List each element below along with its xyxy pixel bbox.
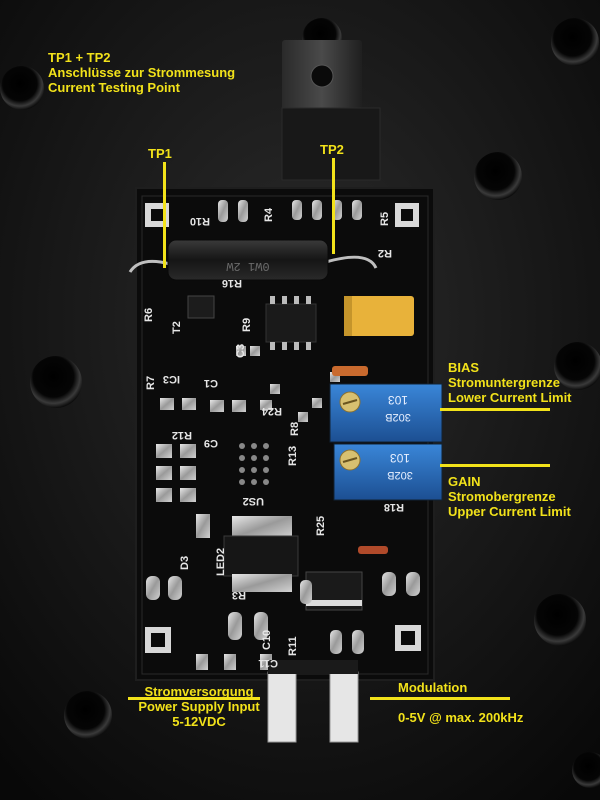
svg-text:C1: C1 <box>204 377 218 389</box>
svg-text:C10: C10 <box>261 630 273 650</box>
modulation-title: Modulation <box>398 680 468 695</box>
voltage-regulator <box>223 516 299 592</box>
trimmer-bias: 103 302B <box>329 383 443 443</box>
svg-text:R12: R12 <box>172 429 192 441</box>
svg-text:C9: C9 <box>204 437 218 449</box>
trimmer-bias-value: 103 <box>388 393 408 407</box>
tp-header-line2: Anschlüsse zur Strommesung <box>48 65 236 80</box>
bias-line3: Lower Current Limit <box>448 390 572 405</box>
diode-band <box>306 600 362 606</box>
tp2-pointer <box>332 158 335 254</box>
silkscreen-labels: R10 R4 R5 R2 R16 R6 T2 C3 R9 R7 IC3 C1 R… <box>143 207 404 669</box>
header-pads <box>218 200 362 222</box>
tp-header-line1: TP1 + TP2 <box>48 50 111 65</box>
trimmer-gain-value: 103 <box>390 451 410 465</box>
smd-transistor <box>187 295 215 319</box>
power-label: Stromversorgung Power Supply Input 5-12V… <box>124 684 274 729</box>
svg-text:R13: R13 <box>287 446 299 466</box>
op-amp-ic <box>265 296 317 350</box>
gain-line2: Stromobergrenze <box>448 489 556 504</box>
tp1-pointer <box>163 162 166 268</box>
svg-text:R10: R10 <box>190 215 210 227</box>
gain-label: GAIN Stromobergrenze Upper Current Limit <box>448 474 571 519</box>
svg-text:R18: R18 <box>384 501 404 513</box>
bias-pointer <box>440 408 550 411</box>
via-grid <box>239 443 269 485</box>
glass-diode-2 <box>358 546 388 554</box>
gain-line3: Upper Current Limit <box>448 504 571 519</box>
shunt-resistor: 0W1 2W <box>128 239 378 281</box>
tp-header-label: TP1 + TP2 Anschlüsse zur Strommesung Cur… <box>48 50 235 95</box>
svg-text:US2: US2 <box>243 495 264 507</box>
svg-text:R9: R9 <box>241 318 253 332</box>
power-line3: 5-12VDC <box>172 714 226 729</box>
svg-text:LED2: LED2 <box>215 548 227 576</box>
glass-diode <box>332 366 368 376</box>
svg-text:R24: R24 <box>261 405 282 417</box>
bias-line1: BIAS <box>448 360 480 375</box>
tantalum-capacitor <box>344 296 414 336</box>
gain-pointer <box>440 464 550 467</box>
svg-text:R25: R25 <box>315 516 327 536</box>
gain-line1: GAIN <box>448 474 481 489</box>
smd-pads-right <box>146 572 420 670</box>
svg-text:R16: R16 <box>222 277 242 289</box>
svg-text:C3: C3 <box>235 344 247 358</box>
mounting-pads <box>145 203 421 653</box>
modulation-spec: 0-5V @ max. 200kHz <box>398 710 524 725</box>
tp1-label: TP1 <box>148 146 172 161</box>
modulation-pointer <box>370 697 510 700</box>
smd-pads-left <box>156 346 340 538</box>
svg-text:R6: R6 <box>143 308 155 322</box>
trimmer-gain: 103 302B <box>333 443 443 501</box>
svg-text:R5: R5 <box>379 212 391 226</box>
resistor-marking: 0W1 2W <box>226 259 270 273</box>
svg-text:R11: R11 <box>287 636 299 656</box>
power-line2: Power Supply Input <box>138 699 260 714</box>
svg-text:R7: R7 <box>145 376 157 390</box>
svg-text:R3: R3 <box>232 589 246 601</box>
svg-text:C11: C11 <box>258 657 278 669</box>
power-line1: Stromversorgung <box>144 684 254 699</box>
svg-text:R2: R2 <box>378 247 392 259</box>
svg-text:R4: R4 <box>263 207 275 222</box>
bias-line2: Stromuntergrenze <box>448 375 560 390</box>
power-transistor <box>281 40 381 181</box>
power-pointer <box>128 697 260 700</box>
input-pins <box>267 660 359 743</box>
tp2-label: TP2 <box>320 142 344 157</box>
svg-text:R8: R8 <box>289 422 301 436</box>
trimmer-gain-type: 302B <box>387 469 413 481</box>
tp-header-line3: Current Testing Point <box>48 80 180 95</box>
bias-label: BIAS Stromuntergrenze Lower Current Limi… <box>448 360 572 405</box>
svg-text:D3: D3 <box>179 556 191 570</box>
trimmer-bias-type: 302B <box>385 411 411 423</box>
svg-text:IC3: IC3 <box>163 373 180 385</box>
plate-holes <box>0 18 600 788</box>
capacitor-band <box>344 296 352 336</box>
svg-text:T2: T2 <box>171 321 183 334</box>
